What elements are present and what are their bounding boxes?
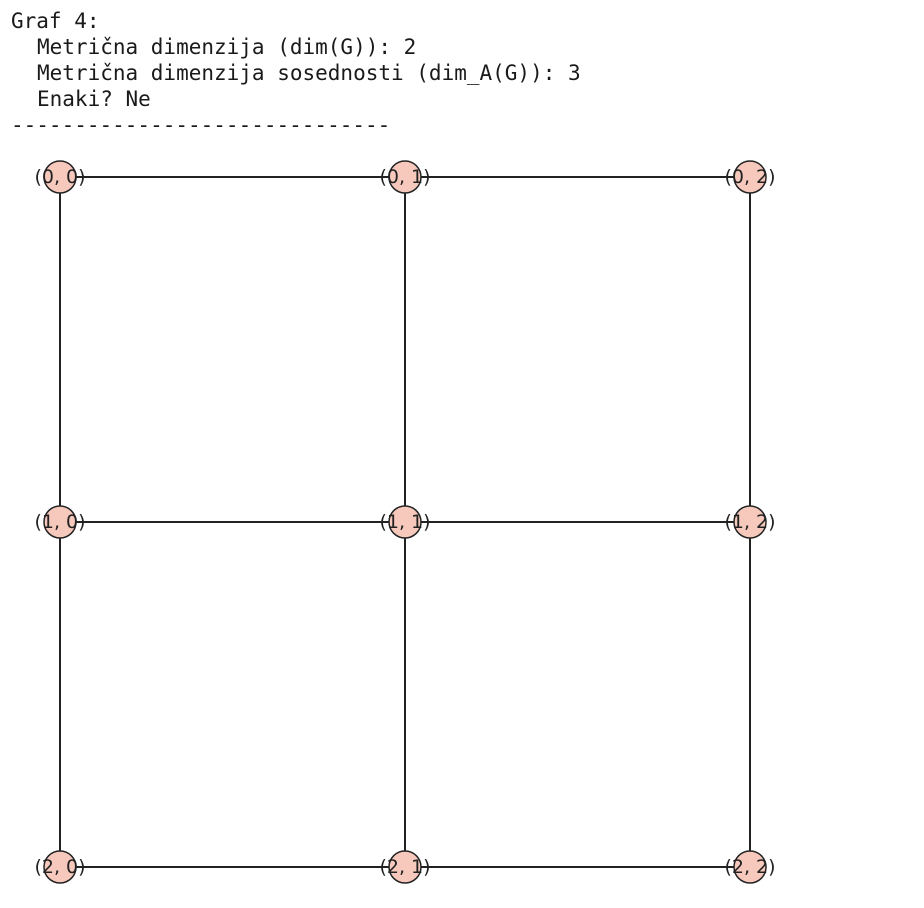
node-label: (0, 0) [34,166,85,188]
node-label: (1, 1) [379,511,430,533]
node-label: (2, 2) [724,856,775,878]
node-2-2: (2, 2) [724,850,776,884]
node-circle [733,505,767,539]
node-circle [733,160,767,194]
node-circle [388,160,422,194]
node-1-2: (1, 2) [724,505,776,539]
node-circle [43,850,77,884]
node-0-0: (0, 0) [34,160,86,194]
equality-line: Enaki? Ne [37,87,151,111]
metric-dimension-line: Metrična dimenzija (dim(G)): 2 [37,35,417,59]
graph-title: Graf 4: [11,9,100,33]
node-circle [733,850,767,884]
node-1-0: (1, 0) [34,505,86,539]
edges-layer [59,176,751,868]
node-label: (0, 1) [379,166,430,188]
node-circle [43,160,77,194]
node-0-1: (0, 1) [379,160,431,194]
separator-line: ------------------------------ [11,113,391,137]
nodes-layer: (0, 0) (0, 1) (0, 2) (1, 0) (1, 1) (1, 2) (2, … [34,160,776,884]
node-0-2: (0, 2) [724,160,776,194]
node-label: (1, 2) [724,511,775,533]
node-circle [388,505,422,539]
node-2-1: (2, 1) [379,850,431,884]
node-2-0: (2, 0) [34,850,86,884]
node-label: (2, 1) [379,856,430,878]
node-1-1: (1, 1) [379,505,431,539]
node-label: (0, 2) [724,166,775,188]
node-circle [43,505,77,539]
node-circle [388,850,422,884]
node-label: (1, 0) [34,511,85,533]
node-label: (2, 0) [34,856,85,878]
adjacency-metric-dimension-line: Metrična dimenzija sosednosti (dim_A(G))… [37,61,581,85]
